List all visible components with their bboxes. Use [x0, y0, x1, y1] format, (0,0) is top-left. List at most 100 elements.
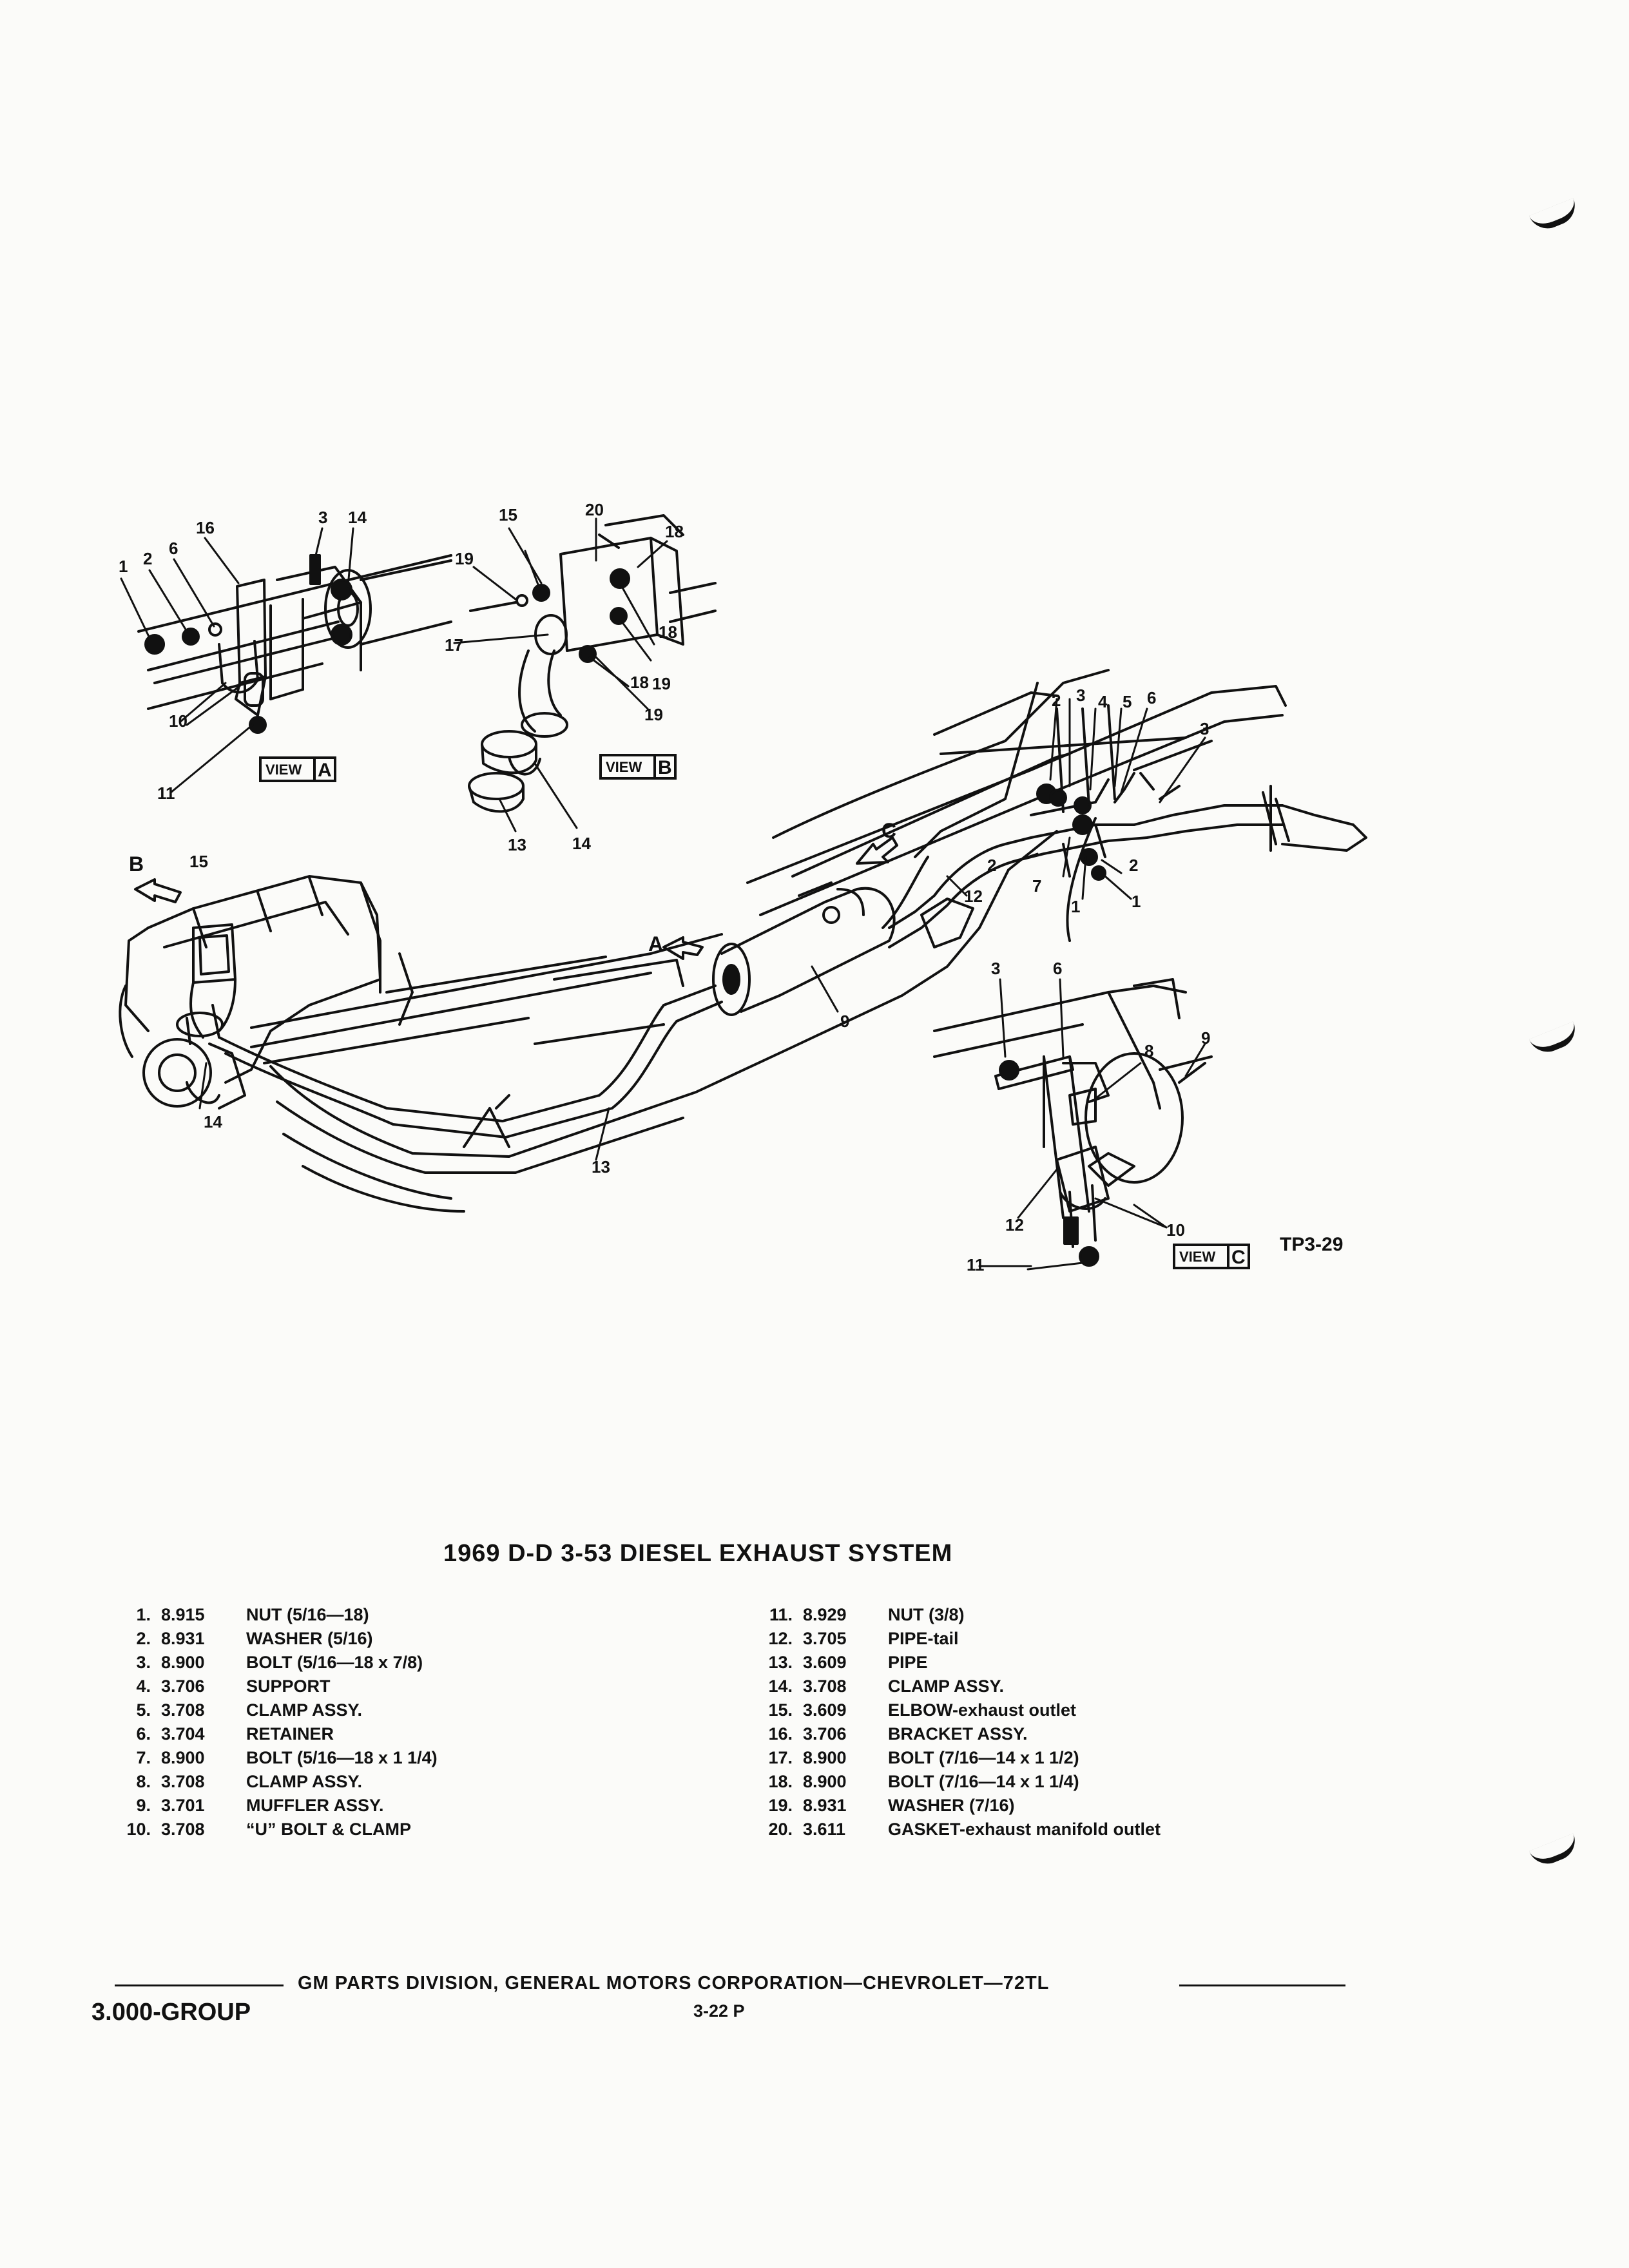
callout-label: 12 — [1005, 1215, 1024, 1235]
part-number: 12. — [768, 1629, 793, 1648]
callout-label: 8 — [1144, 1041, 1153, 1061]
part-number: 10. — [126, 1820, 151, 1839]
callout-label: 6 — [1053, 959, 1062, 978]
part-code: 3.611 — [803, 1820, 846, 1839]
view-a-box: VIEW A — [259, 756, 336, 782]
callout-label: 11 — [967, 1255, 985, 1274]
callout-label: 5 — [1123, 692, 1132, 711]
callout-label: 18 — [630, 673, 649, 692]
callout-label: 13 — [508, 835, 526, 854]
callout-label: 10 — [1166, 1220, 1185, 1240]
callout-label: 2 — [987, 856, 996, 875]
part-description: PIPE-tail — [888, 1629, 959, 1648]
part-description: WASHER (7/16) — [888, 1796, 1015, 1815]
part-code: 8.929 — [803, 1605, 847, 1624]
callout-label: B — [129, 852, 144, 876]
part-row: 12. 3.705 PIPE-tail — [747, 1627, 1161, 1651]
part-code: 3.708 — [161, 1772, 205, 1791]
callout-label: 12 — [964, 887, 983, 906]
part-code: 3.706 — [803, 1724, 847, 1744]
view-a-drawing — [137, 554, 452, 734]
part-number: 19. — [768, 1796, 793, 1815]
callout-label: 19 — [455, 549, 474, 568]
callout-label: 2 — [1052, 691, 1061, 710]
part-number: 7. — [136, 1748, 151, 1767]
callout-label: 14 — [348, 508, 367, 527]
view-c-drawing — [933, 978, 1213, 1267]
part-code: 3.705 — [803, 1629, 847, 1648]
page-number: 3-22 P — [693, 2001, 745, 2021]
view-a-label: A — [318, 760, 332, 781]
part-number: 6. — [136, 1724, 151, 1744]
part-description: “U” BOLT & CLAMP — [246, 1820, 411, 1839]
callout-label: 9 — [1201, 1028, 1210, 1048]
callout-label: 3 — [1200, 719, 1209, 738]
part-number: 13. — [768, 1653, 793, 1672]
callout-label: 16 — [196, 518, 215, 537]
callout-label: 17 — [445, 635, 463, 655]
part-code: 8.900 — [161, 1653, 205, 1672]
part-row: 7. 8.900 BOLT (5/16—18 x 1 1/4) — [106, 1746, 438, 1770]
callout-label: 3 — [1076, 686, 1085, 705]
part-code: 8.900 — [803, 1772, 847, 1791]
callout-label: 18 — [659, 622, 677, 642]
callout-label: 3 — [318, 508, 327, 527]
part-description: NUT (5/16—18) — [246, 1605, 369, 1624]
part-description: BOLT (5/16—18 x 7/8) — [246, 1653, 423, 1672]
callout-label: 7 — [1032, 876, 1041, 896]
part-code: 3.708 — [161, 1700, 205, 1720]
callout-label: 15 — [189, 852, 208, 871]
footer-rule-right — [1179, 1984, 1345, 1986]
part-number: 17. — [768, 1748, 793, 1767]
part-code: 8.900 — [161, 1748, 205, 1767]
callout-label: 1 — [1132, 892, 1141, 911]
view-b-box: VIEW B — [599, 754, 677, 780]
callout-label: 2 — [143, 549, 152, 568]
group-number: 3.000-GROUP — [92, 1999, 251, 2026]
part-description: CLAMP ASSY. — [246, 1772, 363, 1791]
part-description: PIPE — [888, 1653, 928, 1672]
callout-label: 6 — [169, 539, 178, 558]
callout-label: 4 — [1098, 692, 1108, 711]
part-code: 3.706 — [161, 1677, 205, 1696]
callout-label: 1 — [119, 557, 128, 576]
part-description: BOLT (7/16—14 x 1 1/2) — [888, 1748, 1079, 1767]
part-description: BOLT (5/16—18 x 1 1/4) — [246, 1748, 438, 1767]
part-description: BRACKET ASSY. — [888, 1724, 1028, 1744]
part-number: 18. — [768, 1772, 793, 1791]
svg-text:VIEW: VIEW — [606, 759, 642, 775]
callout-label: 20 — [585, 500, 604, 519]
callout-label: 19 — [644, 705, 663, 724]
part-description: WASHER (5/16) — [246, 1629, 373, 1648]
part-number: 4. — [136, 1677, 151, 1696]
view-b-drawing — [468, 514, 717, 813]
part-number: 15. — [768, 1700, 793, 1720]
part-row: 8. 3.708 CLAMP ASSY. — [106, 1770, 438, 1794]
callout-label: C — [882, 819, 896, 842]
part-number: 8. — [136, 1772, 151, 1791]
footer-rule-left — [115, 1984, 284, 1986]
main-assembly-drawing — [119, 669, 1367, 1213]
view-b-label: B — [658, 757, 672, 778]
view-c-box: VIEW C — [1173, 1244, 1250, 1269]
part-description: NUT (3/8) — [888, 1605, 965, 1624]
callout-label: 6 — [1147, 688, 1156, 707]
callout-label: 9 — [840, 1012, 849, 1031]
